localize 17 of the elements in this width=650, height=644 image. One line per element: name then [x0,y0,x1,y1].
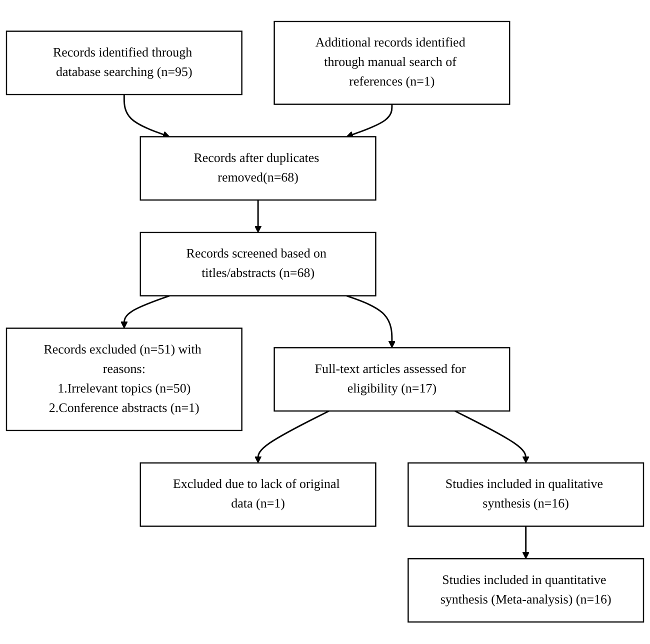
node-box: Additional records identified through manual search of references (n=1) [274,21,510,106]
arrow [346,295,396,348]
node-box: Records screened based on titles/abstracts (n=68) [140,232,376,297]
arrow [346,104,393,138]
node-box: Excluded due to lack of original data (n=1) [140,462,376,528]
node-box: Full-text articles assessed for eligibility (n=17) [274,347,510,412]
node-box: Records after duplicates removed(n=68) [140,136,376,201]
arrow [120,295,170,329]
node-box: Studies included in qualitative synthesis (n=16) [408,462,644,528]
arrow [254,200,262,234]
arrow [123,94,170,138]
arrow [454,410,530,464]
arrow [254,410,330,464]
node-box: Records identified through database searching (n=95) [6,30,242,96]
arrow [522,526,530,560]
node-box: Records excluded (n=51) with reasons: 1.Irrelevant topics (n=50) 2.Conference abstracts (n=1) [6,328,242,432]
node-box: Studies included in quantitative synthesis (Meta-analysis) (n=16) [408,558,644,623]
